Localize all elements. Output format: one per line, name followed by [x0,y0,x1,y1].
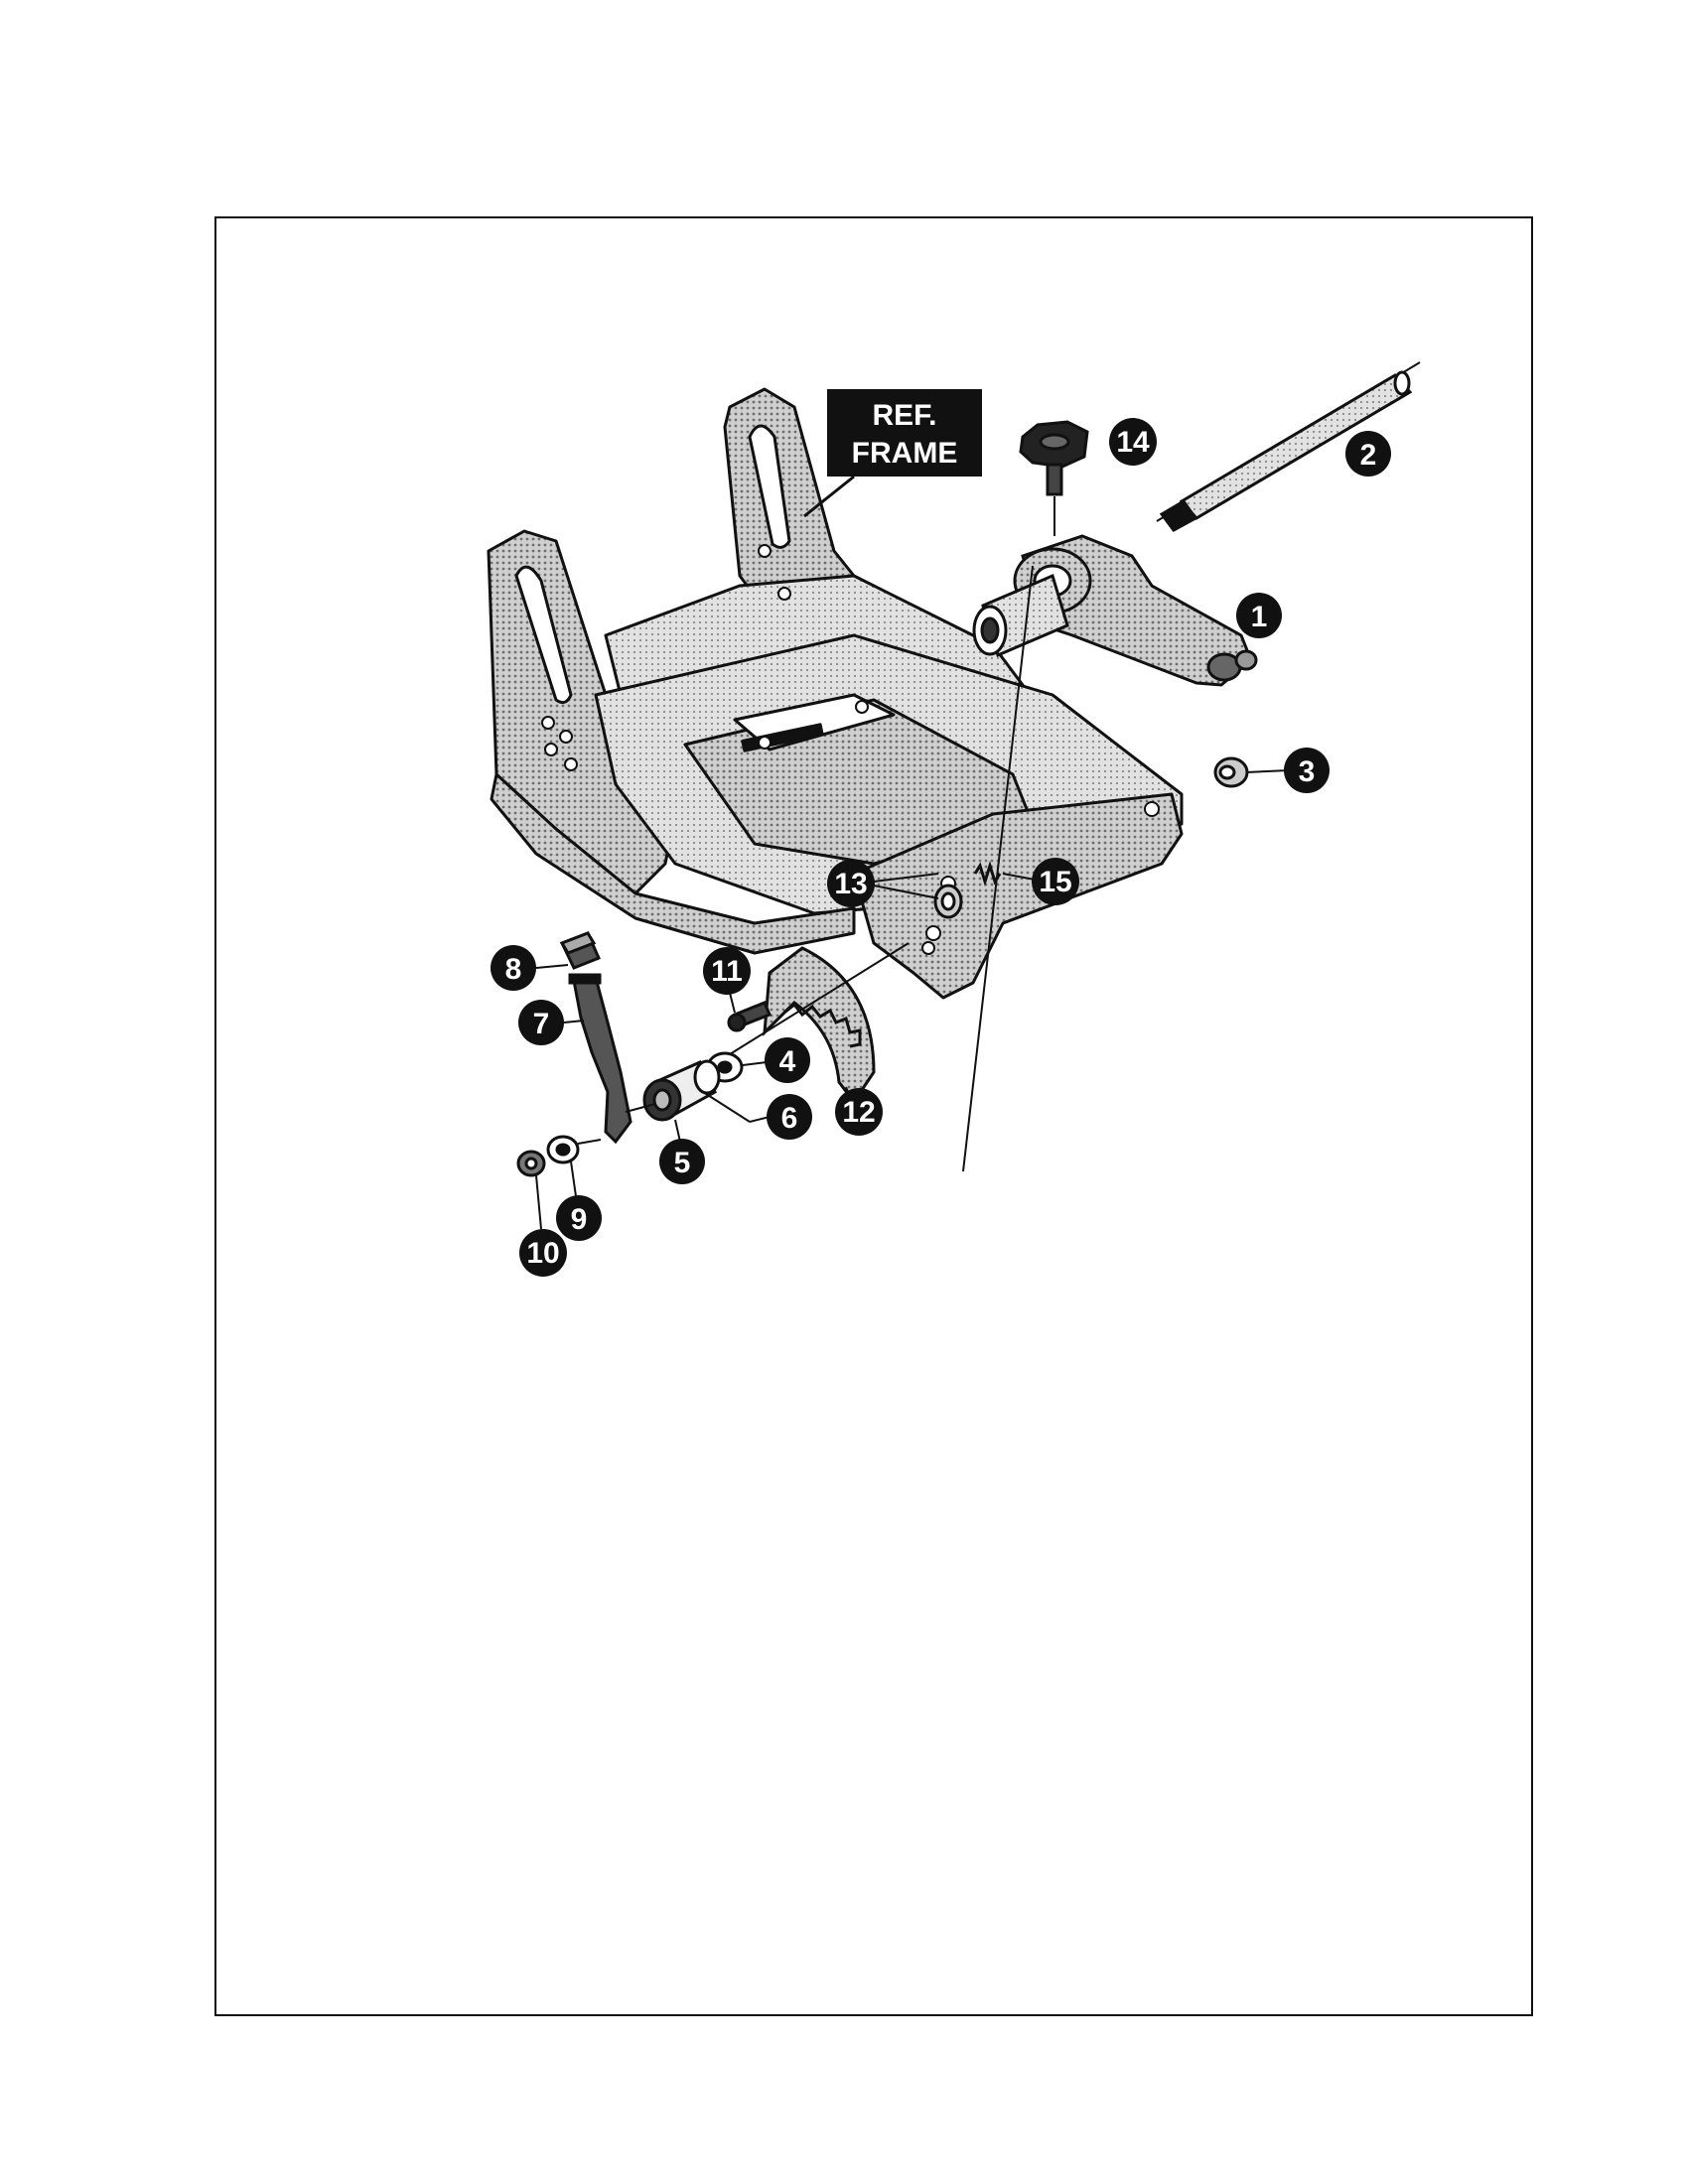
callout-15: 15 [1032,858,1079,905]
svg-text:2: 2 [1360,439,1377,472]
frame-assembly [487,387,1184,1000]
svg-text:7: 7 [533,1008,550,1040]
svg-text:11: 11 [711,955,743,988]
callout-14: 14 [1109,418,1157,466]
part-2-rod [1156,361,1421,532]
svg-text:1: 1 [1251,601,1268,633]
svg-text:13: 13 [834,868,867,900]
part-9-washer [546,1135,602,1197]
part-11-screw [727,992,772,1032]
svg-text:4: 4 [779,1045,796,1078]
callout-12: 12 [835,1088,883,1136]
ref-frame-line2: FRAME [852,437,958,470]
frame-front-lip [490,772,856,955]
svg-text:3: 3 [1299,755,1316,788]
part-15-spring [973,860,1036,887]
part-5-hub [642,1059,721,1143]
frame-left-slot [514,565,573,705]
svg-text:15: 15 [1039,866,1071,898]
svg-text:12: 12 [842,1096,875,1129]
callout-7: 7 [518,1000,564,1045]
svg-text:5: 5 [674,1147,691,1179]
part-6-pin [699,1089,771,1123]
part-14-knob [1019,420,1089,536]
callout-3: 3 [1284,748,1330,793]
diagram-border [214,216,1533,2016]
svg-text:9: 9 [571,1203,588,1236]
svg-text:8: 8 [505,953,522,986]
frame-back-slot [748,424,791,549]
callout-13: 13 [827,860,875,907]
ref-frame-line1: REF. [872,399,936,432]
part-3-nut [1213,756,1290,788]
svg-text:10: 10 [526,1237,559,1270]
callout-11: 11 [703,947,751,995]
ref-frame-label: REF. FRAME [803,389,982,518]
part-7-lever [563,973,656,1145]
part-10-nut [516,1150,546,1230]
callout-5: 5 [659,1139,705,1184]
callout-4: 4 [765,1037,810,1083]
svg-text:14: 14 [1116,426,1150,459]
callout-1: 1 [1236,593,1282,638]
svg-text:6: 6 [781,1102,798,1135]
callout-8: 8 [491,945,536,991]
part-13-ring [873,873,963,919]
part-12-quadrant [763,946,876,1118]
part-8-cap [535,931,601,970]
callout-2: 2 [1345,431,1391,477]
callout-9: 9 [556,1195,602,1241]
frame-right-rail [852,792,1184,1000]
part-1-arm-bracket [962,534,1258,1172]
callout-6: 6 [767,1094,812,1140]
callout-10: 10 [519,1229,567,1277]
